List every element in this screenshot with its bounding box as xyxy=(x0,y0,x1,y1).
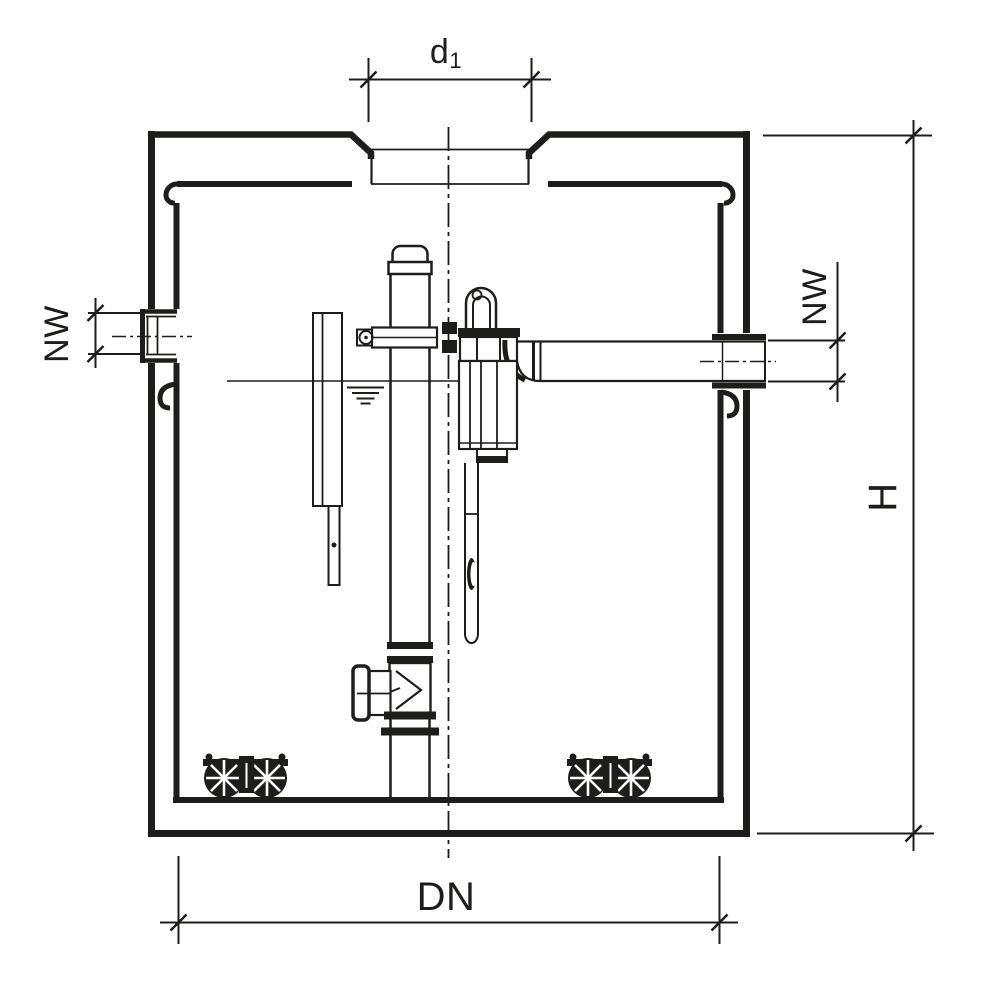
pipe-clamp xyxy=(356,322,457,353)
dimension-h: H xyxy=(757,120,934,851)
pump-unit xyxy=(457,286,541,644)
dimension-nw-right: NW xyxy=(768,262,847,402)
dimension-nw-left: NW xyxy=(38,298,140,368)
clamp-pin xyxy=(358,330,374,345)
float-switch-rod xyxy=(312,312,343,586)
pipe-cap xyxy=(391,244,429,262)
riser-pipe xyxy=(387,244,433,642)
discharge-pipe xyxy=(517,340,766,383)
rod-pin xyxy=(331,542,337,548)
label-dn: DN xyxy=(417,875,476,919)
pump-body xyxy=(457,359,519,451)
clamp-bolt xyxy=(442,340,457,353)
dimensions: d1 NW NW H xyxy=(38,33,934,944)
wheel-icon xyxy=(247,758,287,798)
label-nw-right: NW xyxy=(796,268,834,326)
label-h: H xyxy=(861,482,905,511)
dim-tick xyxy=(828,331,847,350)
outlet-socket xyxy=(700,334,776,389)
dimension-d1: d1 xyxy=(349,33,551,122)
wall-rib-right xyxy=(720,389,740,419)
suction-tube xyxy=(464,463,479,644)
wheel-carriage-left xyxy=(203,753,288,798)
dim-tick xyxy=(904,824,923,843)
dim-tick xyxy=(86,345,105,363)
wheel-carriage-right xyxy=(567,753,652,798)
lid-top-right xyxy=(525,131,750,159)
float-guide-tube xyxy=(312,312,343,507)
wheel-icon xyxy=(204,758,244,798)
clamp-bolt xyxy=(442,322,457,334)
coupling-band xyxy=(381,727,439,736)
lid-joint-hook-left xyxy=(163,181,178,206)
inspection-opening xyxy=(370,148,530,185)
wall-rib-left xyxy=(157,381,177,411)
handle-hook xyxy=(471,289,483,301)
dim-tick xyxy=(359,70,378,89)
dim-tick xyxy=(710,913,729,932)
valve-flap-symbol xyxy=(395,670,423,710)
coupling-band xyxy=(387,642,433,649)
label-nw-left: NW xyxy=(38,305,76,363)
dim-tick xyxy=(904,126,923,145)
pipe-cap-collar xyxy=(387,260,433,276)
dimension-dn: DN xyxy=(160,856,738,944)
water-level xyxy=(227,380,459,405)
dim-tick xyxy=(169,913,188,932)
dim-tick xyxy=(522,70,541,89)
pump-handle xyxy=(464,286,498,330)
check-valve xyxy=(351,642,439,797)
dim-tick xyxy=(828,372,847,391)
water-level-icon xyxy=(347,386,384,405)
lid-joint-hook-right xyxy=(721,181,736,206)
lid-top-left xyxy=(148,131,375,159)
dim-tick xyxy=(86,304,105,322)
coupling-band xyxy=(384,711,436,720)
label-d1: d1 xyxy=(430,33,462,73)
wheel-icon xyxy=(611,758,651,798)
coupling-band xyxy=(387,656,433,663)
wheel-icon xyxy=(568,758,608,798)
inlet-socket xyxy=(112,309,192,363)
pump-clamp-bar xyxy=(458,328,520,337)
